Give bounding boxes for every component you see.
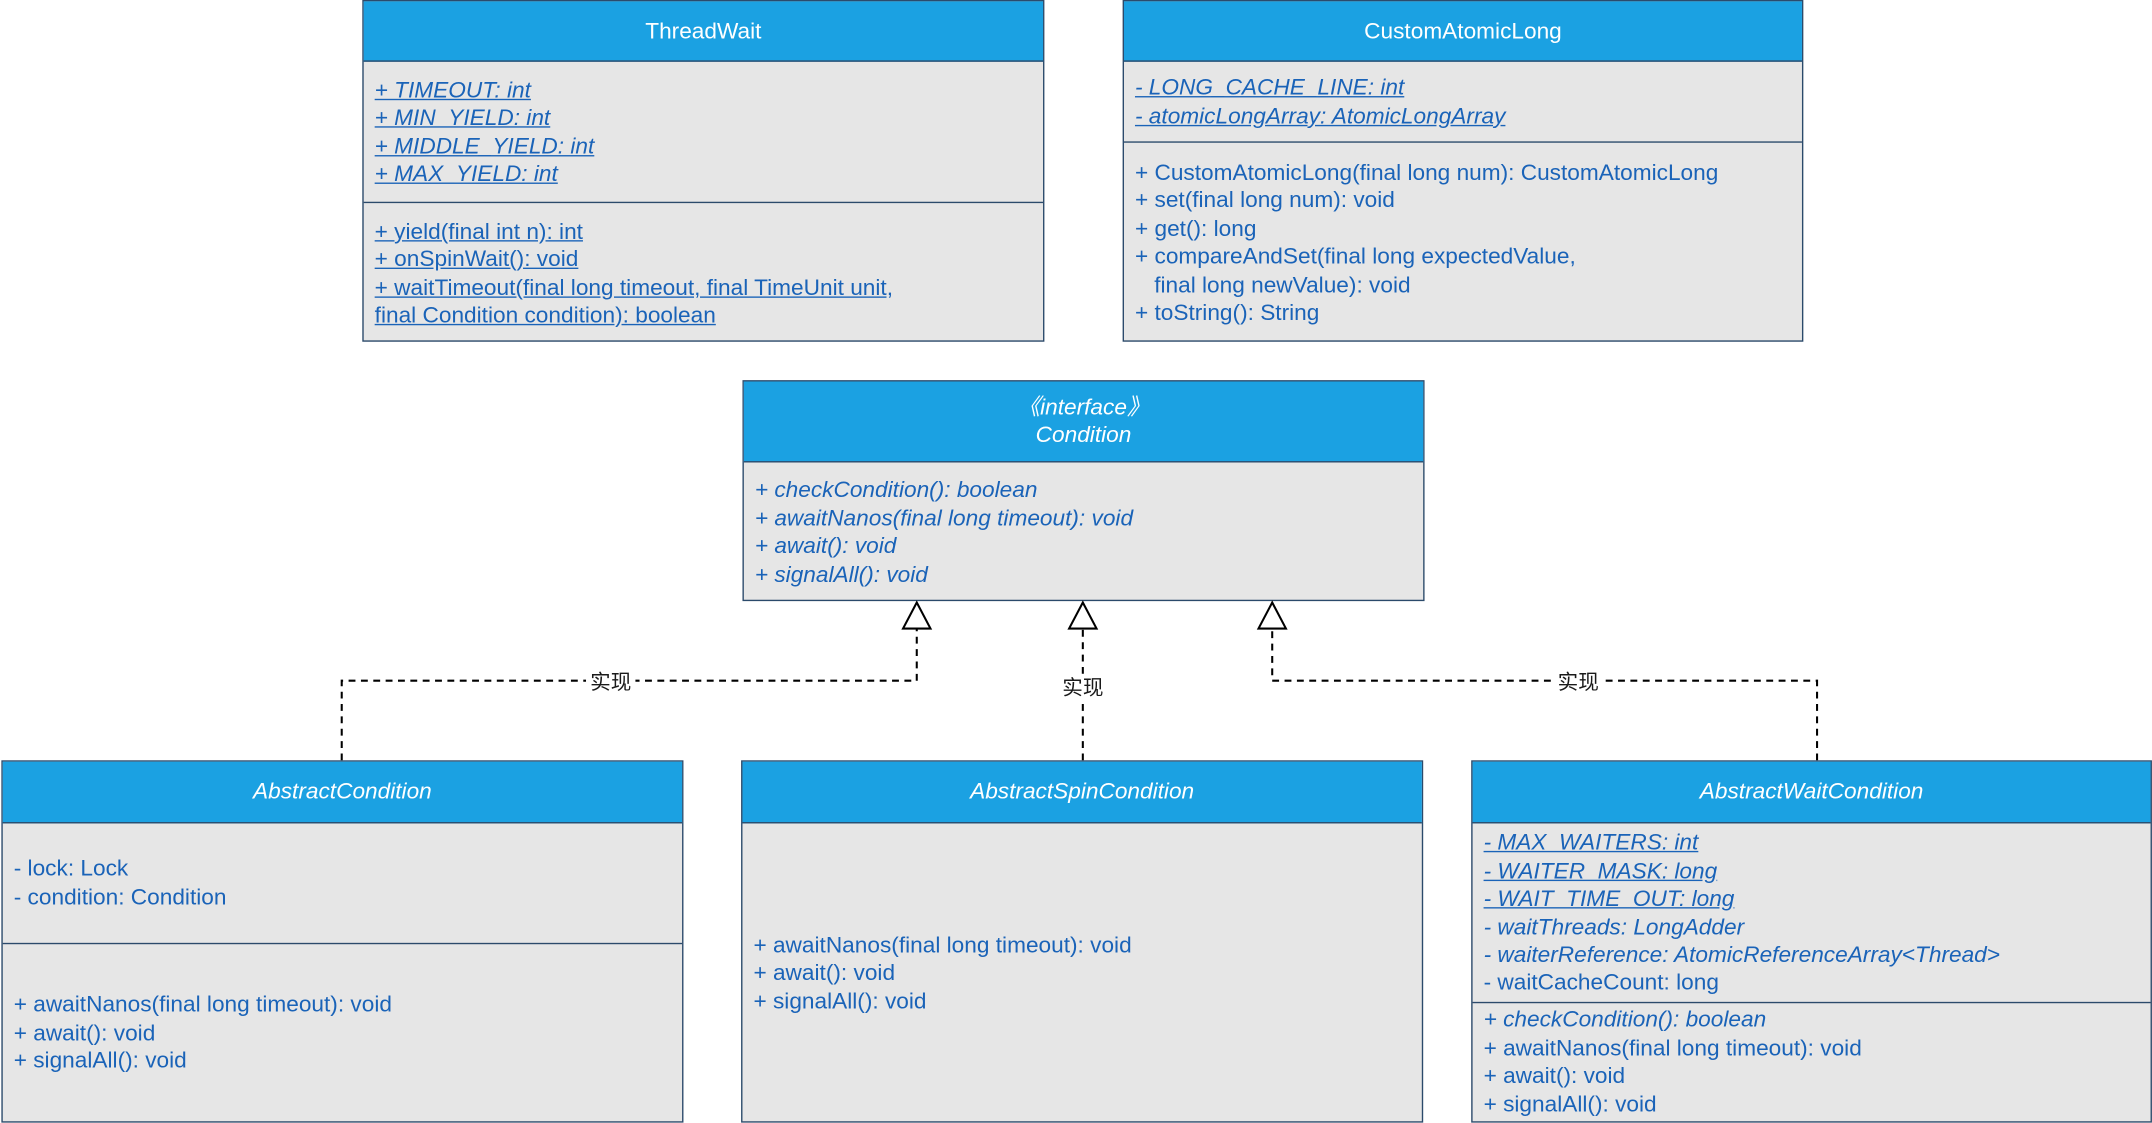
method: + await(): void: [754, 533, 897, 559]
stereotype-label: 《interface》: [1017, 395, 1150, 420]
attributes-section: - lock: Lock - condition: Condition: [2, 823, 683, 945]
method: final long newValue): void: [1154, 273, 1411, 298]
method: + CustomAtomicLong(final long num): Cust…: [1134, 160, 1719, 186]
method: + get(): long: [1134, 216, 1257, 242]
method: + set(final long num): void: [1134, 188, 1395, 213]
class-header: CustomAtomicLong: [1123, 1, 1802, 62]
method: + signalAll(): void: [753, 989, 927, 1015]
method: final Condition condition): boolean: [374, 303, 716, 329]
method: + awaitNanos(final long timeout): void: [753, 933, 1132, 958]
methods-section: + yield(final int n): int + onSpinWait()…: [364, 203, 1043, 340]
class-name: AbstractCondition: [253, 779, 432, 805]
interface-condition[interactable]: 《interface》 Condition + checkCondition()…: [742, 380, 1425, 602]
method: + signalAll(): void: [1483, 1092, 1657, 1118]
methods-section: + checkCondition(): boolean + awaitNanos…: [1473, 1003, 2151, 1121]
methods-section: + awaitNanos(final long timeout): void +…: [3, 944, 682, 1121]
attribute: + MAX_YIELD: int: [374, 161, 558, 187]
implements-label: 实现: [1558, 670, 1599, 694]
methods-section: + CustomAtomicLong(final long num): Cust…: [1124, 143, 1802, 341]
attribute: - WAITER_MASK: long: [1483, 859, 1718, 884]
methods-section: + awaitNanos(final long timeout): void +…: [742, 823, 1421, 1121]
attribute: - condition: Condition: [13, 885, 227, 910]
method: + yield(final int n): int: [374, 219, 583, 245]
class-header: 《interface》 Condition: [743, 381, 1424, 463]
class-header: AbstractSpinCondition: [742, 761, 1422, 824]
method: + checkCondition(): boolean: [754, 477, 1038, 503]
method: + checkCondition(): boolean: [1483, 1007, 1767, 1033]
attributes-section: + TIMEOUT: int + MIN_YIELD: int + MIDDLE…: [363, 62, 1044, 204]
method: + waitTimeout(final long timeout, final …: [374, 275, 894, 301]
realization-arrowhead: [1067, 600, 1099, 630]
attribute: + MIN_YIELD: int: [374, 105, 551, 131]
class-custom-atomic-long[interactable]: CustomAtomicLong - LONG_CACHE_LINE: int …: [1122, 0, 1804, 342]
implements-label: 实现: [590, 670, 631, 694]
method: + awaitNanos(final long timeout): void: [1483, 1036, 1862, 1061]
attribute: + TIMEOUT: int: [374, 78, 531, 103]
attribute: - waitThreads: LongAdder: [1483, 915, 1745, 941]
attribute: - lock: Lock: [13, 856, 129, 882]
method: + signalAll(): void: [754, 562, 928, 588]
class-header: ThreadWait: [363, 1, 1044, 62]
class-name: ThreadWait: [645, 18, 762, 44]
implements-label: 实现: [1062, 675, 1103, 699]
class-header: AbstractCondition: [2, 761, 683, 824]
method: + await(): void: [753, 960, 896, 986]
method: + awaitNanos(final long timeout): void: [754, 506, 1134, 532]
methods-section: + checkCondition(): boolean + awaitNanos…: [744, 462, 1423, 599]
attribute: - waiterReference: AtomicReferenceArray<…: [1483, 942, 2001, 968]
attributes-section: - LONG_CACHE_LINE: int - atomicLongArray…: [1123, 62, 1802, 143]
attribute: - WAIT_TIME_OUT: long: [1483, 886, 1735, 912]
class-abstract-spin-condition[interactable]: AbstractSpinCondition + awaitNanos(final…: [741, 760, 1424, 1123]
class-thread-wait[interactable]: ThreadWait + TIMEOUT: int + MIN_YIELD: i…: [362, 0, 1045, 342]
realization-arrowhead: [1256, 600, 1288, 630]
method: + compareAndSet(final long expectedValue…: [1134, 244, 1576, 269]
method: + onSpinWait(): void: [374, 247, 579, 272]
attribute: - waitCacheCount: long: [1483, 970, 1719, 995]
method: + awaitNanos(final long timeout): void: [13, 992, 392, 1017]
class-name: CustomAtomicLong: [1364, 18, 1562, 44]
method: + await(): void: [1483, 1063, 1626, 1089]
class-header: AbstractWaitCondition: [1472, 761, 2151, 824]
class-abstract-wait-condition[interactable]: AbstractWaitCondition - MAX_WAITERS: int…: [1471, 760, 2152, 1123]
class-name: AbstractSpinCondition: [970, 779, 1195, 805]
class-abstract-condition[interactable]: AbstractCondition - lock: Lock - conditi…: [1, 760, 684, 1123]
class-name: Condition: [1035, 422, 1132, 448]
method: + toString(): String: [1134, 300, 1320, 326]
realization-edge-abstract-wait-condition: [1271, 628, 1819, 761]
attribute: - atomicLongArray: AtomicLongArray: [1134, 104, 1506, 130]
attribute: + MIDDLE_YIELD: int: [374, 134, 595, 160]
method: + signalAll(): void: [13, 1048, 187, 1074]
realization-arrowhead: [901, 600, 933, 630]
method: + await(): void: [13, 1021, 156, 1046]
class-name: AbstractWaitCondition: [1699, 779, 1924, 805]
attributes-section: - MAX_WAITERS: int - WAITER_MASK: long -…: [1472, 823, 2151, 1004]
attribute: - LONG_CACHE_LINE: int: [1134, 75, 1405, 101]
realization-edge-abstract-condition: [340, 628, 918, 761]
attribute: - MAX_WAITERS: int: [1483, 830, 1699, 856]
